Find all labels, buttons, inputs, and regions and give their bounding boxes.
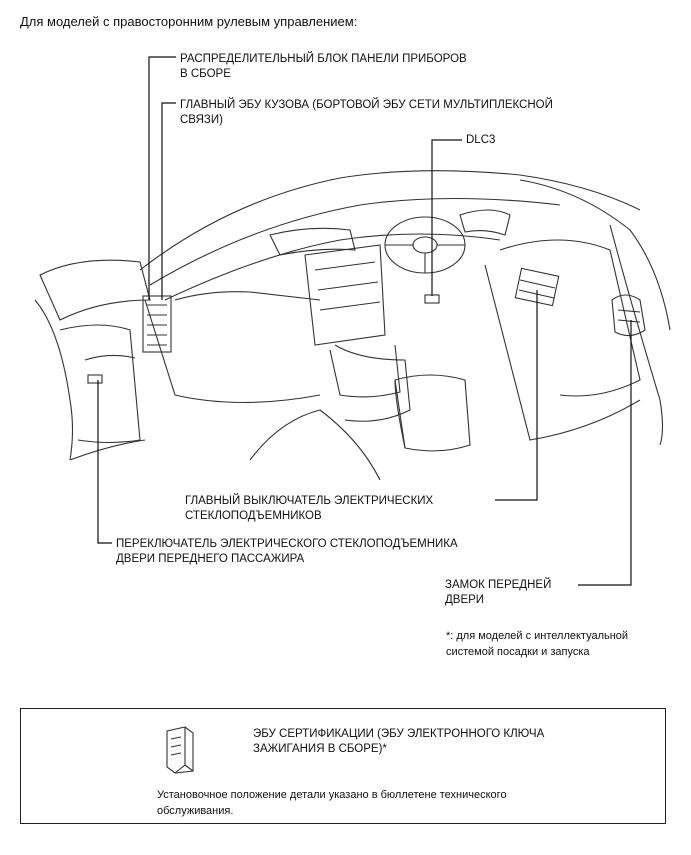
right-door-drawing <box>484 179 671 446</box>
certification-ecu-icon <box>166 726 194 774</box>
master-switch-label: ГЛАВНЫЙ ВЫКЛЮЧАТЕЛЬ ЭЛЕКТРИЧЕСКИХ СТЕКЛО… <box>185 494 433 524</box>
passenger-switch-label-line1: ПЕРЕКЛЮЧАТЕЛЬ ЭЛЕКТРИЧЕСКОГО СТЕКЛОПОДЪЕ… <box>116 538 458 550</box>
certification-ecu-box: ЭБУ СЕРТИФИКАЦИИ (ЭБУ ЭЛЕКТРОННОГО КЛЮЧА… <box>20 708 666 824</box>
passenger-switch-part <box>87 374 103 384</box>
certification-ecu-label-line1: ЭБУ СЕРТИФИКАЦИИ (ЭБУ ЭЛЕКТРОННОГО КЛЮЧА <box>253 728 545 740</box>
master-switch-label-line1: ГЛАВНЫЙ ВЫКЛЮЧАТЕЛЬ ЭЛЕКТРИЧЕСКИХ <box>185 495 434 507</box>
junction-block-label-line1: РАСПРЕДЕЛИТЕЛЬНЫЙ БЛОК ПАНЕЛИ ПРИБОРОВ <box>180 53 467 65</box>
certification-ecu-label: ЭБУ СЕРТИФИКАЦИИ (ЭБУ ЭЛЕКТРОННОГО КЛЮЧА… <box>253 727 544 757</box>
footnote: *: для моделей с интеллектуальной систем… <box>446 628 628 660</box>
dlc3-label: DLC3 <box>466 134 496 146</box>
install-note-line2: обслуживания. <box>157 805 234 817</box>
body-ecu-label: ГЛАВНЫЙ ЭБУ КУЗОВА (БОРТОВОЙ ЭБУ СЕТИ МУ… <box>180 98 553 128</box>
install-note: Установочное положение детали указано в … <box>157 787 507 819</box>
page-heading: Для моделей с правосторонним рулевым упр… <box>20 14 358 29</box>
footnote-line1: *: для моделей с интеллектуальной <box>446 630 629 642</box>
door-lock-label-line2: ДВЕРИ <box>445 594 485 606</box>
dashboard-illustration <box>34 56 671 586</box>
dashboard-drawing <box>139 170 641 481</box>
body-ecu-label-line1: ГЛАВНЫЙ ЭБУ КУЗОВА (БОРТОВОЙ ЭБУ СЕТИ МУ… <box>180 99 553 111</box>
door-lock-label: ЗАМОК ПЕРЕДНЕЙ ДВЕРИ <box>445 578 551 608</box>
passenger-switch-label: ПЕРЕКЛЮЧАТЕЛЬ ЭЛЕКТРИЧЕСКОГО СТЕКЛОПОДЪЕ… <box>116 537 458 567</box>
certification-ecu-label-line2: ЗАЖИГАНИЯ В СБОРЕ)* <box>253 743 387 755</box>
footnote-line2: системой посадки и запуска <box>446 646 590 658</box>
junction-block-part <box>142 295 172 353</box>
master-switch-label-line2: СТЕКЛОПОДЪЕМНИКОВ <box>185 510 322 522</box>
left-door-drawing <box>34 259 151 461</box>
body-ecu-label-line2: СВЯЗИ) <box>180 114 223 126</box>
junction-block-label-line2: В СБОРЕ <box>180 68 231 80</box>
passenger-switch-label-line2: ДВЕРИ ПЕРЕДНЕГО ПАССАЖИРА <box>116 553 305 565</box>
junction-block-label: РАСПРЕДЕЛИТЕЛЬНЫЙ БЛОК ПАНЕЛИ ПРИБОРОВ В… <box>180 52 467 82</box>
install-note-line1: Установочное положение детали указано в … <box>157 789 507 801</box>
door-lock-label-line1: ЗАМОК ПЕРЕДНЕЙ <box>445 579 552 591</box>
leader-lines <box>97 56 632 586</box>
